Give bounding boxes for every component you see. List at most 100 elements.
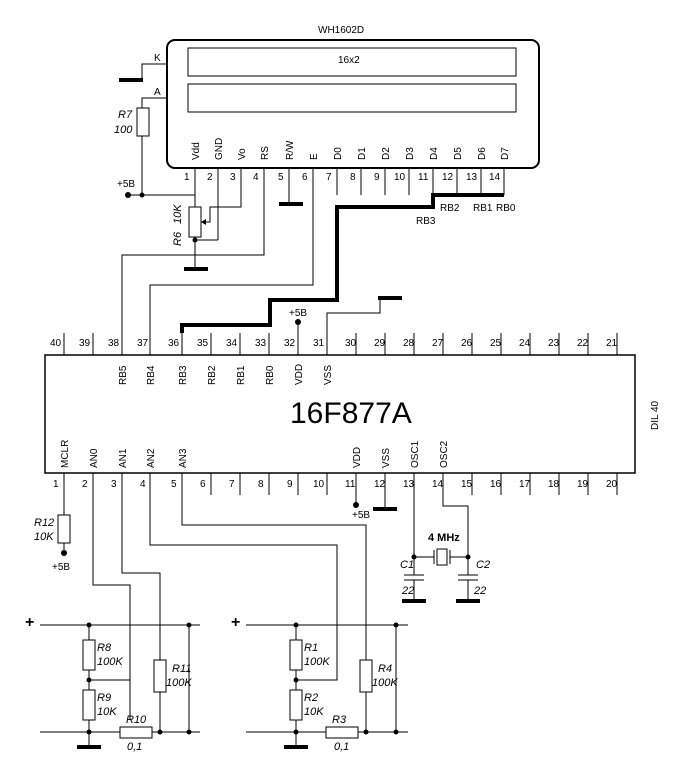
lcd-pin-k-label: K bbox=[154, 53, 161, 64]
ground-symbol bbox=[378, 296, 402, 300]
wire-an1 bbox=[121, 495, 161, 660]
mcu-top-pin-number: 25 bbox=[490, 338, 502, 349]
mcu-top-pin-number: 29 bbox=[374, 338, 386, 349]
r7-value: 100 bbox=[114, 124, 133, 136]
mcu-top-pin-number: 34 bbox=[226, 338, 238, 349]
mcu-top-pin-number: 30 bbox=[345, 338, 357, 349]
wire-an2 bbox=[149, 495, 338, 675]
lcd-pin-number: 10 bbox=[394, 172, 406, 183]
mcu-bottom-pin-number: 15 bbox=[461, 479, 473, 490]
resistor-r1 bbox=[289, 639, 303, 671]
resistor-r4 bbox=[359, 659, 373, 693]
r8-name: R8 bbox=[97, 642, 112, 654]
lcd-pin-a-label: A bbox=[154, 87, 161, 98]
mcu-bottom-pin-name: MCLR bbox=[60, 440, 71, 468]
mcu-bottom-pin-number: 4 bbox=[140, 479, 146, 490]
lcd-pin-number: 9 bbox=[374, 172, 380, 183]
lcd-screen-label: 16x2 bbox=[338, 55, 360, 66]
r12-value: 10K bbox=[34, 531, 54, 543]
mcu-top-pin-name: RB2 bbox=[207, 365, 218, 385]
junction bbox=[411, 554, 417, 560]
mcu-bottom-pin-name: AN3 bbox=[178, 448, 189, 468]
junction bbox=[86, 729, 92, 735]
r12-name: R12 bbox=[34, 517, 54, 529]
resistor-r9 bbox=[82, 689, 96, 721]
r9-name: R9 bbox=[97, 692, 111, 704]
bus-label-rb1: RB1 bbox=[473, 203, 493, 214]
lcd-pin-name: GND bbox=[214, 138, 225, 160]
crystal bbox=[436, 548, 448, 566]
mcu-top-pin-name: VSS bbox=[323, 365, 334, 385]
mcu-bottom-pin-number: 16 bbox=[490, 479, 502, 490]
mcu-top-pin-number: 33 bbox=[255, 338, 267, 349]
lcd-pin-name: D1 bbox=[357, 147, 368, 160]
lcd-pin-name: E bbox=[309, 153, 320, 160]
plus-label: + bbox=[25, 614, 34, 631]
wire-rs bbox=[121, 195, 265, 333]
resistor-r2 bbox=[289, 689, 303, 721]
mcu-top-pin-number: 37 bbox=[137, 338, 149, 349]
mcu-top-pin-number: 26 bbox=[461, 338, 473, 349]
plus-label: + bbox=[231, 614, 240, 631]
mcu-top-pin-name: RB1 bbox=[236, 365, 247, 385]
mcu-top-pin-number: 38 bbox=[108, 338, 120, 349]
resistor-r8 bbox=[82, 639, 96, 671]
mcu-top-pin-number: 22 bbox=[577, 338, 589, 349]
data-bus bbox=[180, 193, 504, 333]
r11-name: R11 bbox=[172, 663, 191, 675]
bus-label-rb3: RB3 bbox=[416, 216, 436, 227]
lcd-pin-name: Vdd bbox=[191, 142, 202, 160]
mcu-bottom-pin-number: 10 bbox=[313, 479, 325, 490]
mcu-bottom-pin-number: 19 bbox=[577, 479, 589, 490]
junction bbox=[465, 554, 471, 560]
mcu-bottom-pin-name: AN1 bbox=[118, 448, 129, 468]
mcu-bottom-pin-number: 6 bbox=[200, 479, 206, 490]
lcd-pin-name: D5 bbox=[453, 147, 464, 160]
mcu-top-pin-name: RB5 bbox=[118, 365, 129, 385]
resistor-r3 bbox=[325, 726, 359, 739]
lcd-pin-number: 13 bbox=[466, 172, 478, 183]
mcu-top-pin-name: RB0 bbox=[265, 365, 276, 385]
lcd-pin-name: D0 bbox=[333, 147, 344, 160]
mcu-top-pin-number: 21 bbox=[606, 338, 618, 349]
c1-value: 22 bbox=[401, 585, 414, 597]
junction bbox=[192, 237, 198, 243]
wire-an0 bbox=[92, 495, 131, 720]
mcu-name: 16F877A bbox=[290, 397, 412, 430]
mcu-bottom-pin-name: VDD bbox=[352, 447, 363, 468]
supply-label: +5B bbox=[289, 308, 307, 319]
r11-value: 100K bbox=[166, 677, 192, 689]
lcd-pin-number: 6 bbox=[302, 172, 308, 183]
lcd-pin-name: Vo bbox=[237, 148, 248, 160]
mcu-bottom-pin-number: 14 bbox=[432, 479, 444, 490]
r3-value: 0,1 bbox=[334, 741, 349, 753]
mcu-top-pin-number: 32 bbox=[284, 338, 296, 349]
lcd-pin-name: D3 bbox=[405, 147, 416, 160]
lcd-pin-number: 11 bbox=[418, 172, 429, 183]
bus-label-rb2: RB2 bbox=[440, 203, 460, 214]
ground-symbol bbox=[373, 507, 397, 511]
lcd-module: WH1602D 16x2 Vdd GND Vo RS R/W E D0 D1 D… bbox=[114, 25, 540, 198]
mcu-top-pin-name: RB3 bbox=[178, 365, 189, 385]
r3-name: R3 bbox=[332, 714, 347, 726]
lcd-pin-name: R/W bbox=[285, 140, 296, 160]
current-sensor-left: + R8 100K R9 10K R10 0,1 R11 100K bbox=[25, 614, 200, 753]
mcu-bottom-pin-number: 3 bbox=[111, 479, 117, 490]
mcu-top-pin-number: 24 bbox=[519, 338, 531, 349]
mcu-top-pin-name: VDD bbox=[294, 364, 305, 385]
wire-e bbox=[149, 195, 314, 333]
mcu-bottom-pin-name: VSS bbox=[381, 448, 392, 468]
lcd-model-label: WH1602D bbox=[318, 25, 364, 36]
c2-name: C2 bbox=[476, 559, 490, 571]
ground-symbol bbox=[279, 202, 303, 206]
lcd-pin-number: 8 bbox=[350, 172, 356, 183]
resistor-r11 bbox=[153, 659, 167, 693]
r9-value: 10K bbox=[97, 706, 117, 718]
junction bbox=[293, 729, 299, 735]
supply-label: +5B bbox=[52, 562, 70, 573]
wire-an3 bbox=[181, 495, 367, 660]
mcu-bottom-pin-number: 5 bbox=[171, 479, 177, 490]
lcd-pin-number: 2 bbox=[207, 172, 213, 183]
ground-symbol bbox=[456, 599, 480, 603]
